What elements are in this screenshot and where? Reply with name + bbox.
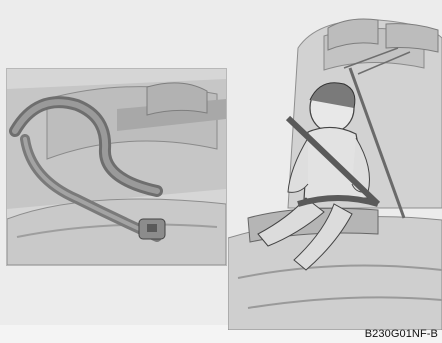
seatbelt-illustration <box>7 69 226 265</box>
figure-code: B230G01NF-B <box>365 328 438 340</box>
child-seat-illustration <box>228 8 442 330</box>
seatbelt-inset <box>6 68 227 266</box>
